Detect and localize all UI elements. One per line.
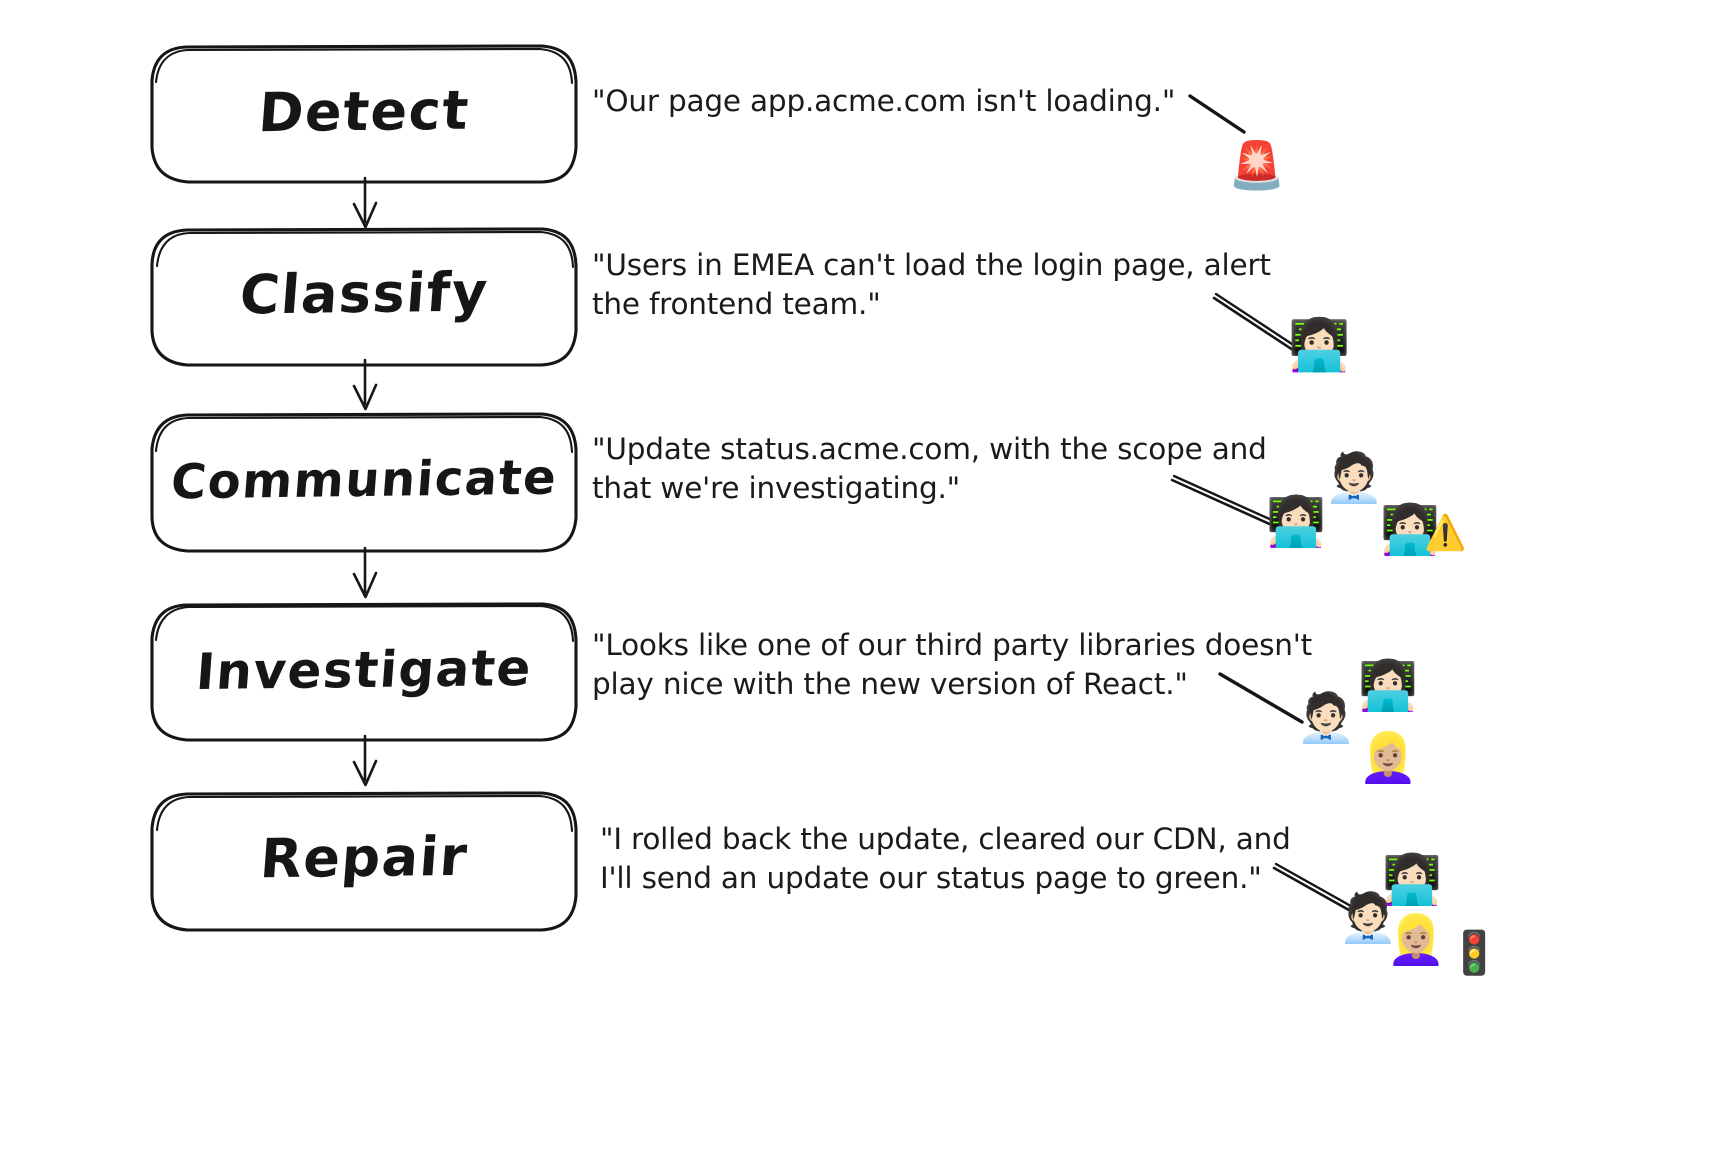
stage-label-classify: Classify <box>237 260 491 327</box>
stage-label-repair: Repair <box>257 824 471 891</box>
stage-quote-classify: "Users in EMEA can't load the login page… <box>592 248 1271 322</box>
pointer-line-investigate <box>1218 672 1308 732</box>
sketch-rectangle-outline <box>150 791 578 932</box>
arrow-down-icon <box>352 176 378 229</box>
arrow-down-icon <box>352 358 378 411</box>
stage-box-classify[interactable]: Classify <box>150 227 578 367</box>
stage-quote-repair: "I rolled back the update, cleared our C… <box>600 822 1291 896</box>
pointer-line-communicate <box>1170 474 1280 536</box>
stage-label-investigate: Investigate <box>194 638 535 702</box>
stage-quote-communicate: "Update status.acme.com, with the scope … <box>592 432 1267 506</box>
pointer-stroke-double <box>1212 292 1300 354</box>
pointer-line-repair <box>1272 862 1362 924</box>
actor-siren: 🚨 <box>1228 138 1286 192</box>
pointer-line-classify <box>1212 292 1302 364</box>
stage-box-investigate[interactable]: Investigate <box>150 602 578 742</box>
stage-label-detect: Detect <box>256 78 473 145</box>
actor-woman-technologist: 👩🏻‍💻 <box>1288 316 1351 374</box>
stage-quote-detect: "Our page app.acme.com isn't loading." <box>592 84 1176 118</box>
actor-woman-technologist: 👩🏻‍💻 <box>1382 852 1442 908</box>
pointer-stroke-single <box>1188 94 1246 134</box>
connector-classify-investigate <box>340 358 400 416</box>
actor-woman-technologist: 👩🏻‍💻 <box>1358 658 1418 714</box>
stage-label-communicate: Communicate <box>168 449 560 511</box>
pointer-stroke-single <box>1218 672 1304 724</box>
connector-investigate-repair <box>340 734 400 792</box>
actor-woman-technologist-2: 👩🏻‍💻 <box>1380 502 1440 558</box>
connector-communicate-investigate <box>340 546 400 604</box>
actor-office-worker: 🧑🏻‍💼 <box>1296 690 1356 746</box>
sketch-rectangle-outline <box>150 44 578 184</box>
actor-woman-technologist-1: 👩🏻‍💻 <box>1266 494 1326 550</box>
actor-traffic-light: 🚦 <box>1448 928 1501 977</box>
sketch-rectangle-outline <box>150 602 578 742</box>
connector-detect-classify <box>340 176 400 234</box>
stage-box-repair[interactable]: Repair <box>150 791 578 932</box>
stage-box-communicate[interactable]: Communicate <box>150 412 578 553</box>
sketch-rectangle-outline <box>150 412 578 553</box>
actor-office-worker: 🧑🏻‍💼 <box>1324 450 1384 506</box>
actor-warning: ⚠️ <box>1424 513 1467 553</box>
pointer-line-detect <box>1188 94 1248 154</box>
arrow-down-icon <box>352 546 378 599</box>
actor-blond-woman-technologist: 👱🏼‍♀️ <box>1386 912 1446 968</box>
pointer-stroke-double <box>1272 862 1360 916</box>
actor-blond-woman-technologist: 👱🏼‍♀️ <box>1358 730 1418 786</box>
arrow-down-icon <box>352 734 378 787</box>
pointer-stroke-double <box>1170 474 1278 528</box>
sketch-rectangle-outline <box>150 227 578 367</box>
stage-quote-investigate: "Looks like one of our third party libra… <box>592 628 1313 702</box>
actor-office-worker: 🧑🏻‍💼 <box>1338 890 1398 946</box>
stage-box-detect[interactable]: Detect <box>150 44 578 184</box>
